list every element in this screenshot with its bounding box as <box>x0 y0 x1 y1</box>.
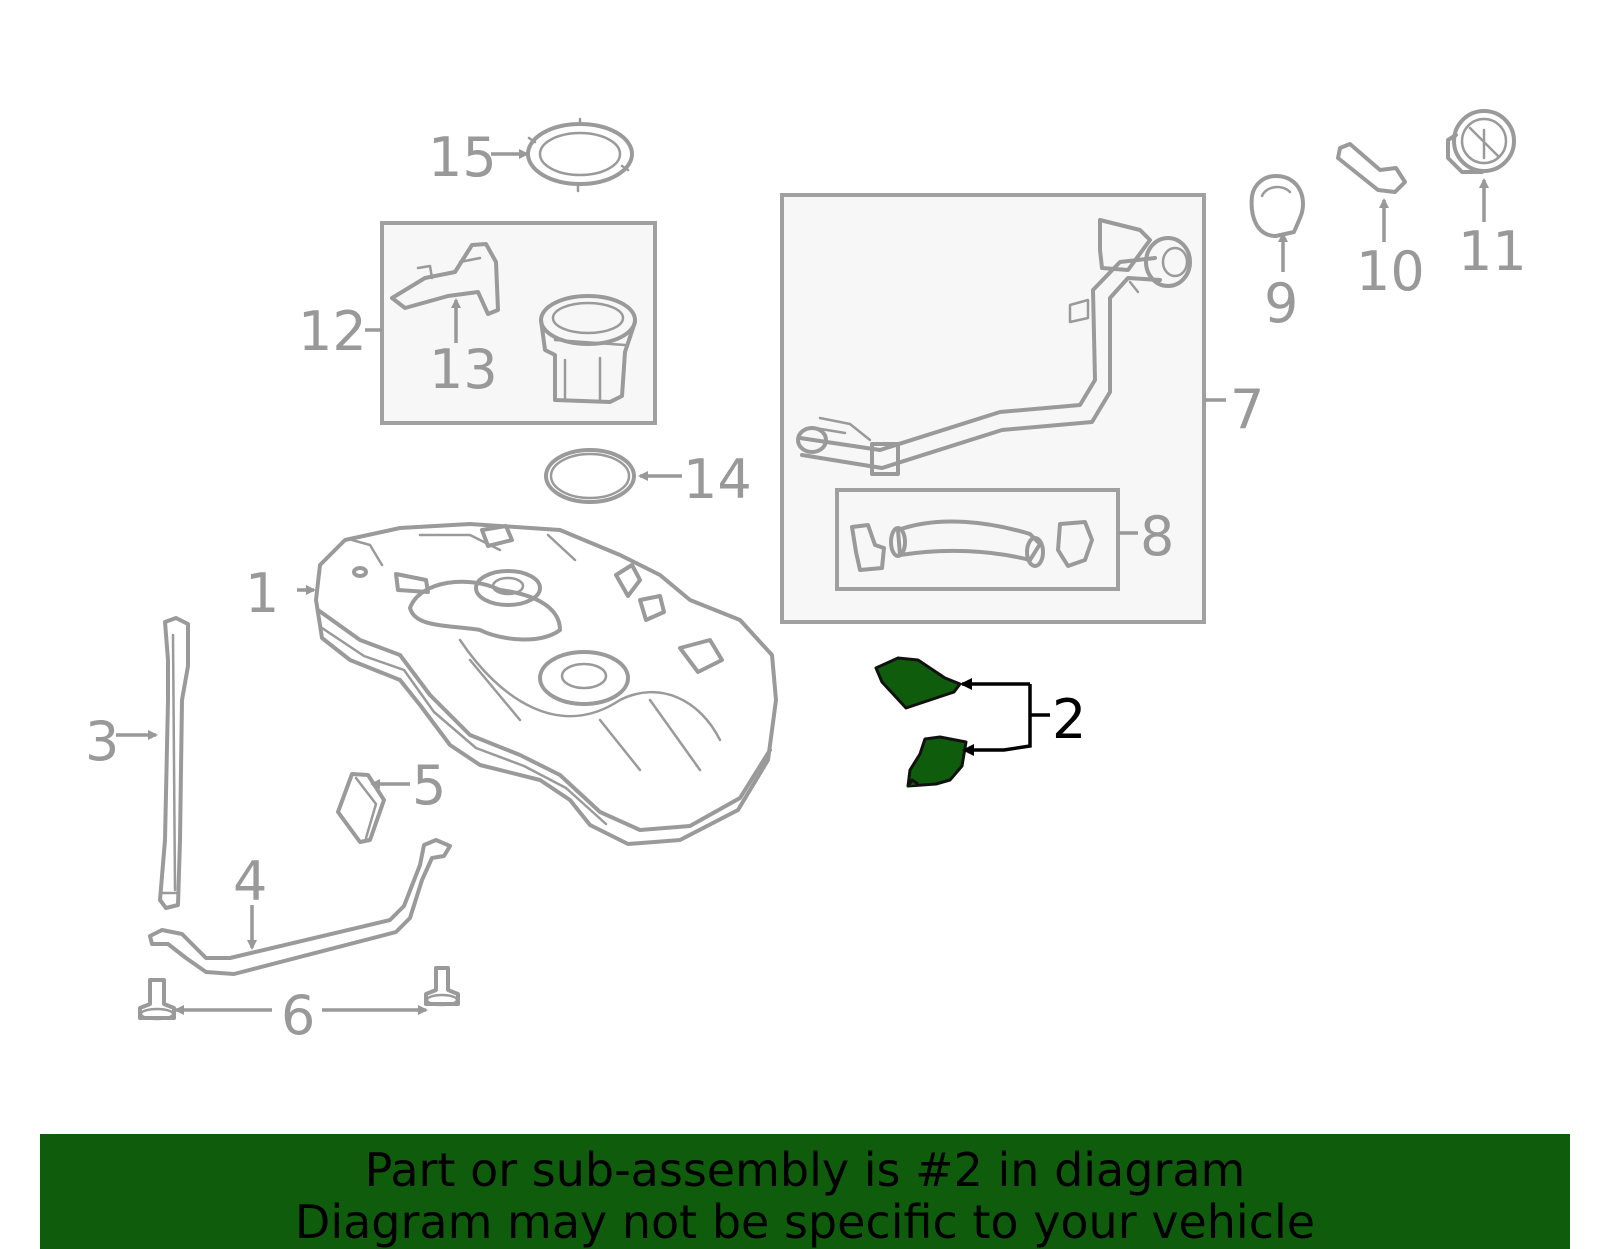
part-1-fuel-tank <box>314 522 778 846</box>
callout-9: 9 <box>1264 272 1298 335</box>
callout-4: 4 <box>233 850 267 913</box>
info-banner: Part or sub-assembly is #2 in diagram Di… <box>40 1134 1570 1249</box>
callout-2: 2 <box>1052 688 1086 751</box>
part-2-heat-shields[interactable] <box>874 656 968 788</box>
callout-6: 6 <box>281 984 315 1047</box>
callout-15: 15 <box>428 126 497 189</box>
callout-11: 11 <box>1458 220 1527 283</box>
part-5-insulator <box>336 772 386 844</box>
box-12-pump-assembly <box>380 221 657 425</box>
part-14-o-ring <box>544 448 636 504</box>
callout-10: 10 <box>1356 240 1425 303</box>
callout-1: 1 <box>245 562 279 625</box>
callout-13: 13 <box>429 338 498 401</box>
leader-2b <box>962 684 1032 756</box>
callout-7: 7 <box>1230 378 1264 441</box>
callout-3: 3 <box>85 710 119 773</box>
part-6-bolts <box>138 966 460 1021</box>
part-3-strap <box>158 616 190 910</box>
part-10-tether <box>1336 142 1407 194</box>
filler-pipe <box>796 218 1192 476</box>
part-8-hose-clamps <box>850 519 1094 572</box>
banner-line-1: Part or sub-assembly is #2 in diagram <box>364 1143 1246 1197</box>
part-15-lock-ring <box>526 117 634 193</box>
callout-8: 8 <box>1140 505 1174 568</box>
callout-14: 14 <box>683 448 752 511</box>
part-13-bracket <box>390 242 500 316</box>
fuel-pump-module <box>539 294 637 404</box>
box-8-hose-clamps <box>835 488 1120 591</box>
part-4-strap <box>148 838 452 976</box>
part-9-grommet <box>1249 174 1305 238</box>
callout-5: 5 <box>412 754 446 817</box>
callout-12: 12 <box>298 300 367 363</box>
banner-line-2: Diagram may not be specific to your vehi… <box>294 1195 1316 1249</box>
part-11-fuel-cap <box>1446 109 1516 174</box>
